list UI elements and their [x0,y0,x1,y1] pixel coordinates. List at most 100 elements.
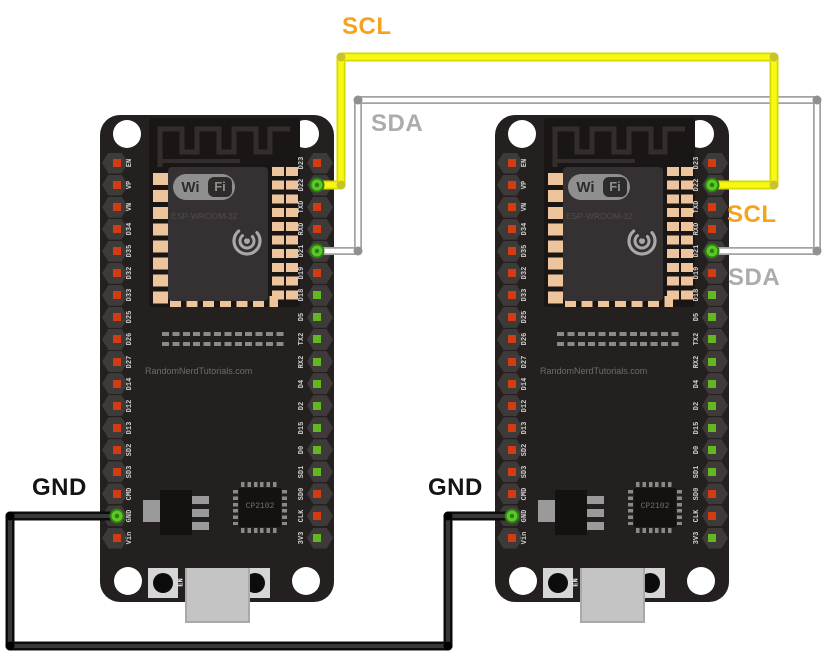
pin-D25[interactable] [102,306,128,328]
pin-SD0[interactable] [307,483,333,505]
pin-indicator [708,269,716,278]
pin-D34[interactable] [102,218,128,240]
sda-net-label-top: SDA [371,110,424,137]
pin-D35[interactable] [102,240,128,262]
pin-EN[interactable] [497,152,523,174]
pin-D33[interactable] [102,284,128,306]
pin-SD3[interactable] [497,461,523,483]
pin-VP[interactable] [102,174,128,196]
pin-SD1[interactable] [702,461,728,483]
pin-Vin[interactable] [102,527,128,549]
pin-D35[interactable] [497,240,523,262]
pin-indicator [708,225,716,234]
pin-indicator [313,225,321,234]
pin-D2[interactable] [702,395,728,417]
esp-wroom-32-module: Wi Fi ESP-WROOM-32 [544,118,695,308]
wifi-logo-fi: Fi [603,177,627,197]
pin-Vin[interactable] [497,527,523,549]
pin-3V3[interactable] [702,527,728,549]
pin-indicator [313,423,321,432]
pin-D32[interactable] [102,262,128,284]
espressif-logo-icon [232,229,262,256]
pin-SD1[interactable] [307,461,333,483]
pin-TX2[interactable] [702,328,728,350]
wire-endpoints[interactable] [109,177,720,524]
pin-D15[interactable] [307,417,333,439]
pin-3V3[interactable] [307,527,333,549]
pin-CMD[interactable] [497,483,523,505]
pin-D23[interactable] [307,152,333,174]
mounting-hole [687,567,715,595]
pin-indicator [708,203,716,212]
pin-D15[interactable] [702,417,728,439]
pin-D4[interactable] [307,373,333,395]
pin-D0[interactable] [307,439,333,461]
pin-D18[interactable] [702,284,728,306]
pin-indicator [113,534,121,543]
pin-D27[interactable] [102,351,128,373]
pin-CLK[interactable] [307,505,333,527]
en-button[interactable] [148,568,178,598]
pin-D34[interactable] [497,218,523,240]
pin-D19[interactable] [702,262,728,284]
pin-D4[interactable] [702,373,728,395]
pin-CMD[interactable] [102,483,128,505]
pin-D26[interactable] [497,328,523,350]
solder-jumper-row [557,342,681,346]
pin-indicator [313,203,321,212]
pin-D18[interactable] [307,284,333,306]
pin-CLK[interactable] [702,505,728,527]
pin-TXD[interactable] [702,196,728,218]
pin-indicator [313,335,321,344]
pin-VN[interactable] [497,196,523,218]
module-pads-right [681,167,693,304]
pin-D12[interactable] [102,395,128,417]
pin-D32[interactable] [497,262,523,284]
pin-VN[interactable] [102,196,128,218]
pin-EN[interactable] [102,152,128,174]
pin-D12[interactable] [497,395,523,417]
pin-D14[interactable] [497,373,523,395]
pin-SD2[interactable] [102,439,128,461]
pin-RXD[interactable] [702,218,728,240]
pin-TX2[interactable] [307,328,333,350]
pin-D33[interactable] [497,284,523,306]
boot-button-cap [640,573,660,593]
pin-indicator [113,269,121,278]
pin-SD3[interactable] [102,461,128,483]
pin-RXD[interactable] [307,218,333,240]
pin-D23[interactable] [702,152,728,174]
pin-D26[interactable] [102,328,128,350]
scl-net-label-right: SCL [727,201,777,228]
pin-D13[interactable] [497,417,523,439]
pin-D25[interactable] [497,306,523,328]
scl-net-label-top: SCL [342,13,392,40]
pin-VP[interactable] [497,174,523,196]
module-pads-right [272,167,284,304]
esp32-devkit-board-left[interactable]: Wi Fi ESP-WROOM-32 RandomNerdTutorials.c… [100,115,334,623]
pin-indicator [508,247,516,256]
pin-D5[interactable] [307,306,333,328]
pin-D14[interactable] [102,373,128,395]
pin-D19[interactable] [307,262,333,284]
en-button[interactable] [543,568,573,598]
watermark: RandomNerdTutorials.com [540,366,648,376]
wifi-logo-icon: Wi Fi [568,174,630,200]
wire-sda[interactable] [313,95,822,256]
pin-indicator [708,357,716,366]
pin-RX2[interactable] [307,351,333,373]
pin-SD0[interactable] [702,483,728,505]
pin-D13[interactable] [102,417,128,439]
pin-RX2[interactable] [702,351,728,373]
pin-D2[interactable] [307,395,333,417]
pin-D27[interactable] [497,351,523,373]
pin-TXD[interactable] [307,196,333,218]
pin-D0[interactable] [702,439,728,461]
pin-SD2[interactable] [497,439,523,461]
pin-D5[interactable] [702,306,728,328]
wire-gnd[interactable] [5,511,517,651]
esp32-devkit-board-right[interactable]: Wi Fi ESP-WROOM-32 RandomNerdTutorials.c… [495,115,729,623]
wire-scl[interactable] [312,52,779,190]
pin-indicator [508,467,516,476]
